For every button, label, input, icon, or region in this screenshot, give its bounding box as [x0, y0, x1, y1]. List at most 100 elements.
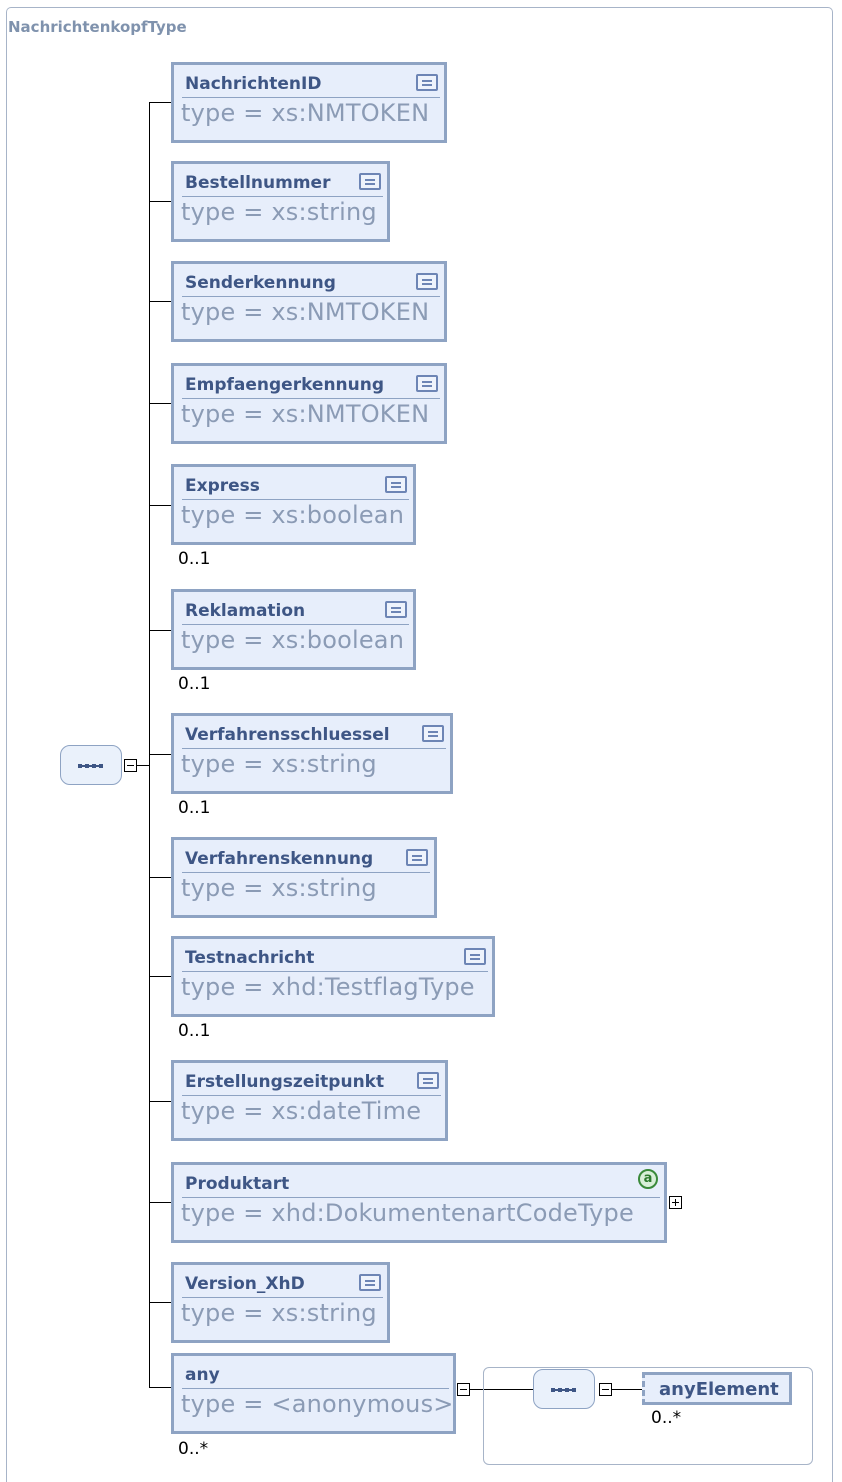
element-erstellungszeitpunkt[interactable]: Erstellungszeitpunkt type = xs:dateTime: [171, 1060, 448, 1141]
connector: [149, 102, 171, 103]
occurrence-label: 0..1: [178, 549, 211, 569]
occurrence-label: 0..1: [178, 1021, 211, 1041]
doc-icon: [417, 1072, 439, 1089]
connector: [149, 1101, 171, 1102]
doc-icon: [422, 725, 444, 742]
element-name: Verfahrensschluessel: [185, 725, 390, 745]
element-type: type = xs:string: [181, 198, 377, 226]
element-name: Bestellnummer: [185, 173, 331, 193]
sequence-icon: [534, 1388, 594, 1392]
element-bestellnummer[interactable]: Bestellnummer type = xs:string: [171, 161, 390, 242]
doc-icon: [416, 74, 438, 91]
element-type: type = xhd:DokumentenartCodeType: [181, 1199, 634, 1227]
occurrence-label: 0..*: [178, 1439, 209, 1459]
element-empfaengerkennung[interactable]: Empfaengerkennung type = xs:NMTOKEN: [171, 363, 447, 444]
element-name: Produktart: [185, 1174, 290, 1194]
connector: [137, 765, 149, 766]
element-name: NachrichtenID: [185, 74, 322, 94]
element-type: type = xs:string: [181, 1299, 377, 1327]
doc-icon: [385, 476, 407, 493]
doc-icon: [416, 375, 438, 392]
connector: [149, 1202, 171, 1203]
divider: [182, 499, 409, 500]
connector: [149, 754, 171, 755]
connector: [149, 505, 171, 506]
complex-type-title: NachrichtenkopfType: [8, 18, 187, 36]
produktart-expand-toggle[interactable]: [669, 1196, 682, 1209]
element-name: Erstellungszeitpunkt: [185, 1072, 385, 1092]
doc-icon: [464, 948, 486, 965]
element-type: type = xs:boolean: [181, 626, 405, 654]
element-anyelement[interactable]: anyElement: [642, 1372, 792, 1405]
element-name: Verfahrenskennung: [185, 849, 374, 869]
divider: [182, 97, 440, 98]
divider: [182, 196, 383, 197]
divider: [182, 748, 446, 749]
sequence-icon: [61, 764, 121, 768]
element-name: Reklamation: [185, 601, 306, 621]
connector: [149, 1387, 171, 1388]
divider: [182, 398, 440, 399]
element-name: Express: [185, 476, 260, 496]
element-type: type = xs:string: [181, 750, 377, 778]
divider: [182, 296, 440, 297]
complex-type-frame: [6, 7, 833, 1482]
element-name: Senderkennung: [185, 273, 336, 293]
divider: [182, 1297, 383, 1298]
connector: [149, 301, 171, 302]
element-verfahrensschluessel[interactable]: Verfahrensschluessel type = xs:string: [171, 713, 453, 794]
element-name: Version_XhD: [185, 1274, 305, 1294]
element-type: type = <anonymous>: [181, 1390, 454, 1418]
connector: [149, 403, 171, 404]
occurrence-label: 0..*: [651, 1408, 682, 1428]
doc-icon: [385, 601, 407, 618]
element-express[interactable]: Express type = xs:boolean: [171, 464, 416, 545]
sequence-trunk-line: [149, 102, 150, 1388]
element-name: Testnachricht: [185, 948, 315, 968]
element-type: type = xs:boolean: [181, 501, 405, 529]
connector: [470, 1389, 533, 1390]
element-name: anyElement: [659, 1379, 779, 1400]
sequence-compositor[interactable]: [60, 745, 122, 785]
element-name: any: [185, 1365, 220, 1385]
occurrence-label: 0..1: [178, 798, 211, 818]
doc-icon: [359, 173, 381, 190]
doc-icon: [406, 849, 428, 866]
divider: [182, 1388, 449, 1389]
element-produktart[interactable]: Produktart a type = xhd:DokumentenartCod…: [171, 1162, 667, 1243]
element-type: type = xhd:TestflagType: [181, 973, 475, 1001]
element-version-xhd[interactable]: Version_XhD type = xs:string: [171, 1262, 390, 1343]
connector: [149, 201, 171, 202]
element-type: type = xs:dateTime: [181, 1097, 422, 1125]
divider: [182, 1095, 441, 1096]
divider: [182, 624, 409, 625]
element-reklamation[interactable]: Reklamation type = xs:boolean: [171, 589, 416, 670]
element-any[interactable]: any type = <anonymous>: [171, 1353, 456, 1434]
any-collapse-toggle[interactable]: [457, 1383, 470, 1396]
divider: [182, 971, 488, 972]
element-type: type = xs:NMTOKEN: [181, 99, 430, 127]
element-type: type = xs:NMTOKEN: [181, 400, 430, 428]
divider: [182, 872, 430, 873]
doc-icon: [416, 273, 438, 290]
connector: [149, 630, 171, 631]
sequence-collapse-toggle[interactable]: [124, 759, 137, 772]
connector: [149, 1302, 171, 1303]
element-senderkennung[interactable]: Senderkennung type = xs:NMTOKEN: [171, 261, 447, 342]
divider: [182, 1197, 660, 1198]
nested-sequence-compositor[interactable]: [533, 1369, 595, 1409]
nested-sequence-collapse-toggle[interactable]: [599, 1383, 612, 1396]
element-type: type = xs:NMTOKEN: [181, 298, 430, 326]
connector: [149, 976, 171, 977]
element-nachrichtenid[interactable]: NachrichtenID type = xs:NMTOKEN: [171, 62, 447, 143]
occurrence-label: 0..1: [178, 674, 211, 694]
doc-icon: [359, 1274, 381, 1291]
element-name: Empfaengerkennung: [185, 375, 385, 395]
attribute-icon: a: [638, 1169, 658, 1189]
element-testnachricht[interactable]: Testnachricht type = xhd:TestflagType: [171, 936, 495, 1017]
anonymous-type-frame: [483, 1367, 813, 1465]
element-verfahrenskennung[interactable]: Verfahrenskennung type = xs:string: [171, 837, 437, 918]
connector: [149, 877, 171, 878]
connector: [612, 1389, 642, 1390]
element-type: type = xs:string: [181, 874, 377, 902]
